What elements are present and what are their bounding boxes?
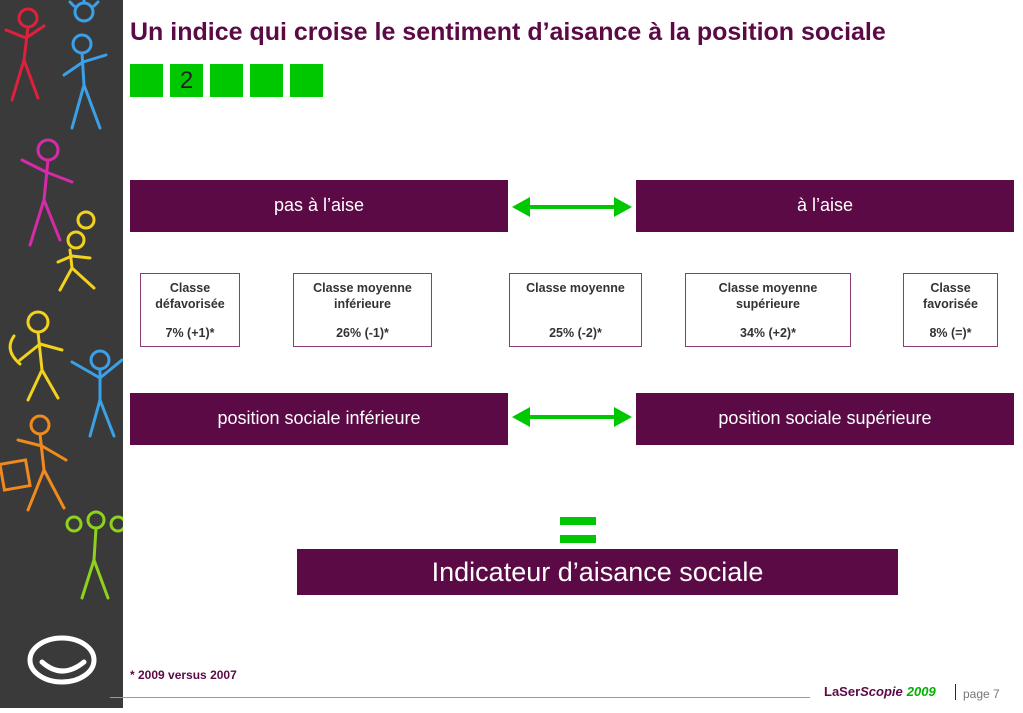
social-ease-indicator-bar: Indicateur d’aisance sociale (297, 549, 898, 595)
magenta-figure (20, 138, 74, 247)
class-box-middle: Classe moyenne 25% (-2)* (509, 273, 642, 347)
class-name-line1: Classe (930, 281, 971, 295)
upper-social-position-bar: position sociale supérieure (636, 393, 1014, 445)
brand-part-a: LaSer (824, 684, 861, 699)
class-name-line1: Classe (169, 281, 211, 295)
yellow-figure (8, 210, 96, 402)
blue-figure-2 (70, 349, 124, 438)
stick-figures-illustration (0, 0, 127, 685)
class-value: 7% (+1)* (165, 326, 215, 340)
lower-social-position-bar: position sociale inférieure (130, 393, 508, 445)
footnote: * 2009 versus 2007 (130, 668, 237, 682)
class-name-line1: Classe moyenne (718, 281, 818, 295)
progress-step-current: 2 (170, 64, 203, 97)
page-title: Un indice qui croise le sentiment d’aisa… (130, 18, 886, 46)
blue-figure (62, 0, 108, 130)
progress-step (290, 64, 323, 97)
page-number: page 7 (963, 687, 1000, 701)
laser-logo-icon (27, 635, 97, 685)
brand-year: 2009 (906, 684, 936, 699)
class-name-line2: défavorisée (155, 297, 225, 311)
not-at-ease-bar: pas à l’aise (130, 180, 508, 232)
double-arrow-icon (512, 407, 632, 427)
progress-step (130, 64, 163, 97)
class-value: 34% (+2)* (740, 326, 796, 340)
progress-step (210, 64, 243, 97)
sidebar-illustration (0, 0, 127, 708)
class-box-disadvantaged: Classe défavorisée 7% (+1)* (140, 273, 240, 347)
class-box-upper-middle: Classe moyenne supérieure 34% (+2)* (685, 273, 851, 347)
orange-figure (0, 414, 68, 512)
double-arrow-icon (512, 197, 632, 217)
class-name-line2: supérieure (736, 297, 800, 311)
equals-icon (560, 517, 596, 545)
class-name-line2: favorisée (923, 297, 978, 311)
class-value: 26% (-1)* (336, 326, 389, 340)
class-value: 25% (-2)* (549, 326, 602, 340)
green-figure (65, 510, 127, 600)
footer-divider (110, 697, 810, 698)
class-name-line1: Classe moyenne (526, 281, 625, 295)
footer-separator (955, 684, 956, 700)
class-name-line1: Classe moyenne (313, 281, 412, 295)
class-box-advantaged: Classe favorisée 8% (=)* (903, 273, 998, 347)
brand-part-b: Scopie (860, 684, 903, 699)
class-box-lower-middle: Classe moyenne inférieure 26% (-1)* (293, 273, 432, 347)
class-value: 8% (=)* (929, 326, 972, 340)
red-figure (4, 7, 46, 102)
at-ease-bar: à l’aise (636, 180, 1014, 232)
progress-step (250, 64, 283, 97)
class-name-line2: inférieure (334, 297, 391, 311)
